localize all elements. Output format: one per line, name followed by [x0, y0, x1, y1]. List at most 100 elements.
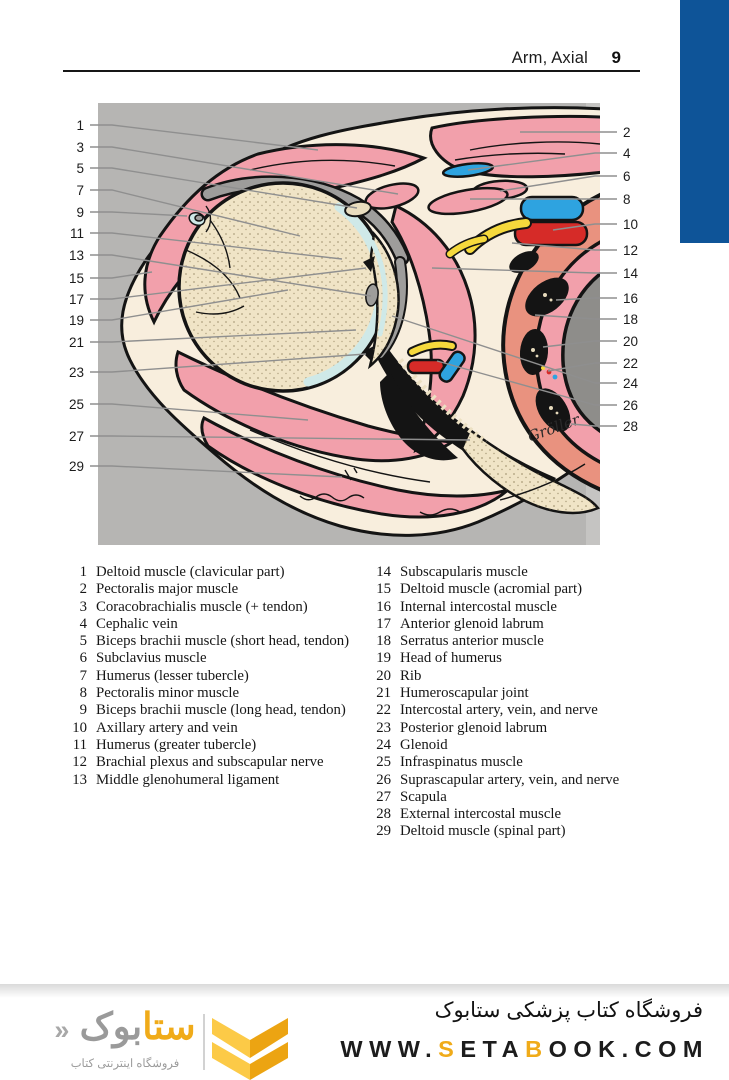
- url-segment: OOK.COM: [548, 1036, 709, 1062]
- leader-line-28: [570, 423, 617, 427]
- leader-line-10: [552, 223, 617, 231]
- figure-label-21: 21: [69, 335, 84, 350]
- legend-item-number: 3: [79, 598, 87, 615]
- legend-item: 9 Biceps brachii muscle (long head, tend…: [63, 702, 355, 719]
- legend-item: 18 Serratus anterior muscle: [367, 633, 667, 650]
- legend-item-number: 12: [72, 754, 87, 771]
- legend-item: 14 Subscapularis muscle: [367, 564, 667, 581]
- legend-item-number: 8: [79, 685, 87, 702]
- page-number: 9: [611, 48, 621, 67]
- legend-item-text: Humeroscapular joint: [400, 685, 529, 702]
- legend-item-number: 15: [376, 581, 391, 598]
- legend-item-number: 26: [376, 771, 391, 788]
- figure-label-2: 2: [623, 125, 631, 140]
- figure-label-4: 4: [623, 146, 631, 161]
- legend-item-text: Deltoid muscle (spinal part): [400, 823, 566, 840]
- figure-label-7: 7: [76, 183, 84, 198]
- leader-line-29: [90, 465, 343, 478]
- legend-item-number: 7: [79, 667, 87, 684]
- legend-item: 20 Rib: [367, 668, 667, 685]
- url-segment: ETA: [460, 1036, 526, 1062]
- legend-item-number: 18: [376, 633, 391, 650]
- legend-item: 24 Glenoid: [367, 737, 667, 754]
- legend-item: 6 Subclavius muscle: [63, 650, 355, 667]
- legend-item-text: Pectoralis major muscle: [96, 581, 239, 598]
- leader-line-23: [90, 353, 367, 373]
- page-title: Arm, Axial: [511, 49, 588, 67]
- chapter-thumb-tab: [680, 0, 729, 243]
- anterior-labrum: [363, 256, 375, 272]
- subscapularis: [390, 203, 477, 454]
- legend-item-text: Internal intercostal muscle: [400, 598, 557, 615]
- store-title: فروشگاه کتاب پزشکی ستابوک: [434, 999, 703, 1022]
- legend-item: 1 Deltoid muscle (clavicular part): [63, 564, 355, 581]
- anatomy-figure-arm-axial: Gröller 13579111315171921232527292468101…: [69, 103, 639, 545]
- legend-item-text: Biceps brachii muscle (short head, tendo…: [96, 633, 350, 650]
- legend-item-text: Biceps brachii muscle (long head, tendon…: [96, 702, 346, 719]
- figure-label-20: 20: [623, 334, 638, 349]
- scapula: [376, 340, 600, 515]
- legend-item-text: Deltoid muscle (acromial part): [400, 581, 583, 598]
- legend-item: 23 Posterior glenoid labrum: [367, 720, 667, 737]
- legend-item: 19 Head of humerus: [367, 650, 667, 667]
- legend-item-text: Coracobrachialis muscle (+ tendon): [96, 598, 308, 615]
- figure-label-19: 19: [69, 313, 84, 328]
- figure-label-3: 3: [76, 140, 84, 155]
- figure-label-13: 13: [69, 248, 84, 263]
- legend-item: 12 Brachial plexus and subscapular nerve: [63, 754, 355, 771]
- leader-line-17: [90, 267, 367, 300]
- figure-label-1: 1: [76, 118, 84, 133]
- figure-label-25: 25: [69, 397, 84, 412]
- legend-item-text: Infraspinatus muscle: [400, 754, 523, 771]
- legend-item: 21 Humeroscapular joint: [367, 685, 667, 702]
- leader-line-12: [511, 242, 617, 251]
- url-segment-accent: S: [438, 1036, 461, 1062]
- legend-item-text: Glenoid: [400, 736, 448, 753]
- pectoralis-minor: [427, 186, 509, 216]
- legend-item-text: Pectoralis minor muscle: [96, 685, 240, 702]
- leader-line-7: [90, 189, 301, 237]
- leader-line-16: [555, 297, 617, 301]
- ribs: [509, 251, 571, 432]
- url-segment-accent: B: [525, 1036, 549, 1062]
- leader-line-20: [542, 340, 617, 348]
- leader-line-25: [90, 403, 309, 421]
- figure-legend: 1 Deltoid muscle (clavicular part) 2 Pec…: [63, 564, 667, 841]
- legend-item-text: Deltoid muscle (clavicular part): [96, 564, 285, 580]
- legend-item-text: Humerus (greater tubercle): [96, 736, 257, 753]
- leader-line-11: [90, 232, 343, 260]
- legend-item-text: Brachial plexus and subscapular nerve: [96, 754, 324, 771]
- website-url: WWW.SETABOOK.COM: [340, 1036, 709, 1063]
- legend-item: 22 Intercostal artery, vein, and nerve: [367, 702, 667, 719]
- figure-label-22: 22: [623, 356, 638, 371]
- figure-label-29: 29: [69, 459, 84, 474]
- figure-label-26: 26: [623, 398, 638, 413]
- figure-artwork: Gröller: [98, 103, 600, 545]
- legend-item-number: 6: [79, 650, 87, 667]
- legend-item-number: 2: [79, 581, 87, 598]
- legend-item-number: 29: [376, 823, 391, 840]
- legend-item-number: 24: [376, 736, 391, 753]
- legend-item: 29 Deltoid muscle (spinal part): [367, 823, 667, 840]
- legend-item-text: Serratus anterior muscle: [400, 633, 544, 650]
- legend-item: 11 Humerus (greater tubercle): [63, 737, 355, 754]
- legend-item-number: 25: [376, 754, 391, 771]
- figure-label-9: 9: [76, 205, 84, 220]
- glenoid: [362, 231, 400, 370]
- legend-column-1: 1 Deltoid muscle (clavicular part) 2 Pec…: [63, 564, 355, 841]
- figure-label-6: 6: [623, 169, 631, 184]
- glenohumeral-ligament: [365, 283, 379, 307]
- legend-item-text: Subclavius muscle: [96, 650, 207, 667]
- brand-chevrons: «: [54, 1015, 70, 1045]
- leader-line-21: [90, 329, 357, 343]
- brand-text-gray: بوک: [79, 1006, 143, 1047]
- setabook-chevron-icon: [212, 1018, 288, 1080]
- legend-item-number: 28: [376, 806, 391, 823]
- leader-line-5: [90, 167, 358, 209]
- leader-line-22: [547, 362, 617, 372]
- legend-item: 2 Pectoralis major muscle: [63, 581, 355, 598]
- legend-item-number: 14: [376, 564, 391, 580]
- leader-line-24: [391, 315, 617, 384]
- legend-item: 7 Humerus (lesser tubercle): [63, 668, 355, 685]
- legend-item-number: 5: [79, 633, 87, 650]
